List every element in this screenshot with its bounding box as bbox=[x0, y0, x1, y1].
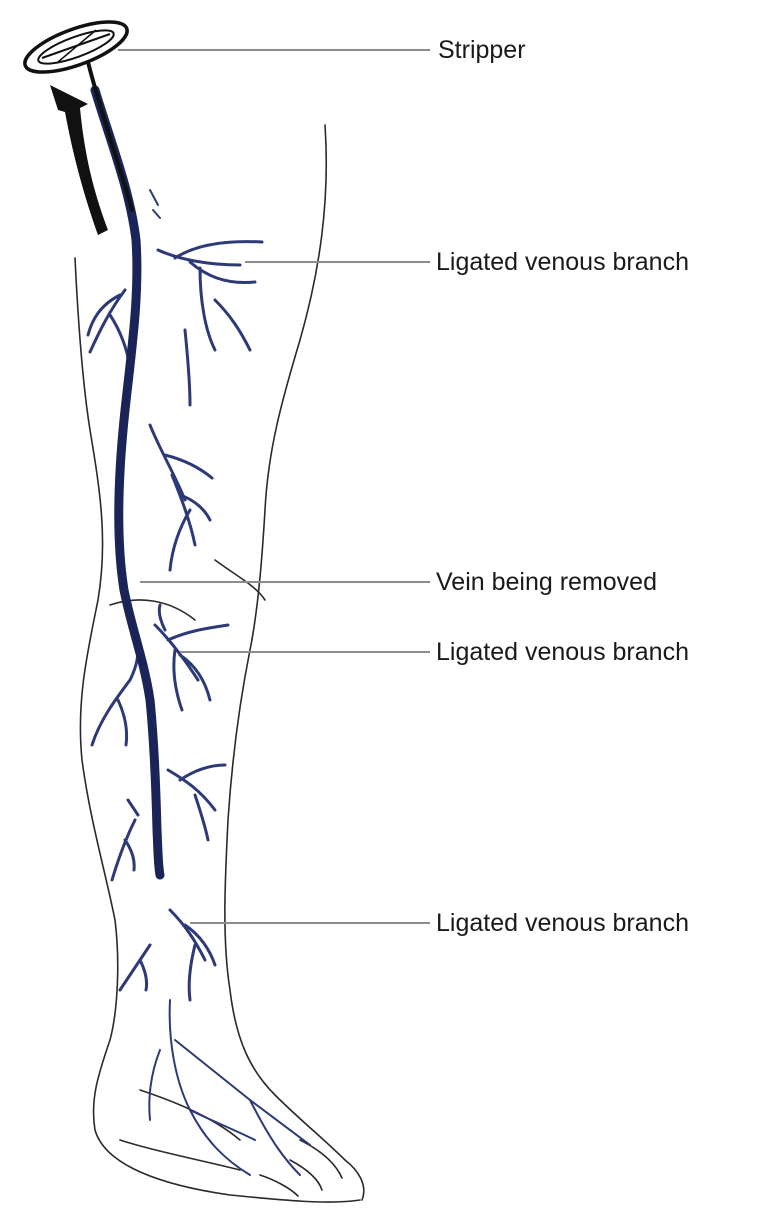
vein-being-removed bbox=[95, 90, 160, 875]
leg-outline bbox=[75, 125, 364, 1202]
stripper-cable bbox=[88, 62, 132, 210]
leader-lines bbox=[118, 50, 430, 923]
stripper-handle bbox=[19, 12, 133, 83]
label-ligated-venous-branch-1: Ligated venous branch bbox=[436, 248, 689, 276]
venous-branches bbox=[88, 190, 310, 1175]
label-stripper: Stripper bbox=[438, 36, 526, 64]
label-vein-being-removed: Vein being removed bbox=[436, 568, 657, 596]
label-ligated-venous-branch-3: Ligated venous branch bbox=[436, 909, 689, 937]
label-ligated-venous-branch-2: Ligated venous branch bbox=[436, 638, 689, 666]
